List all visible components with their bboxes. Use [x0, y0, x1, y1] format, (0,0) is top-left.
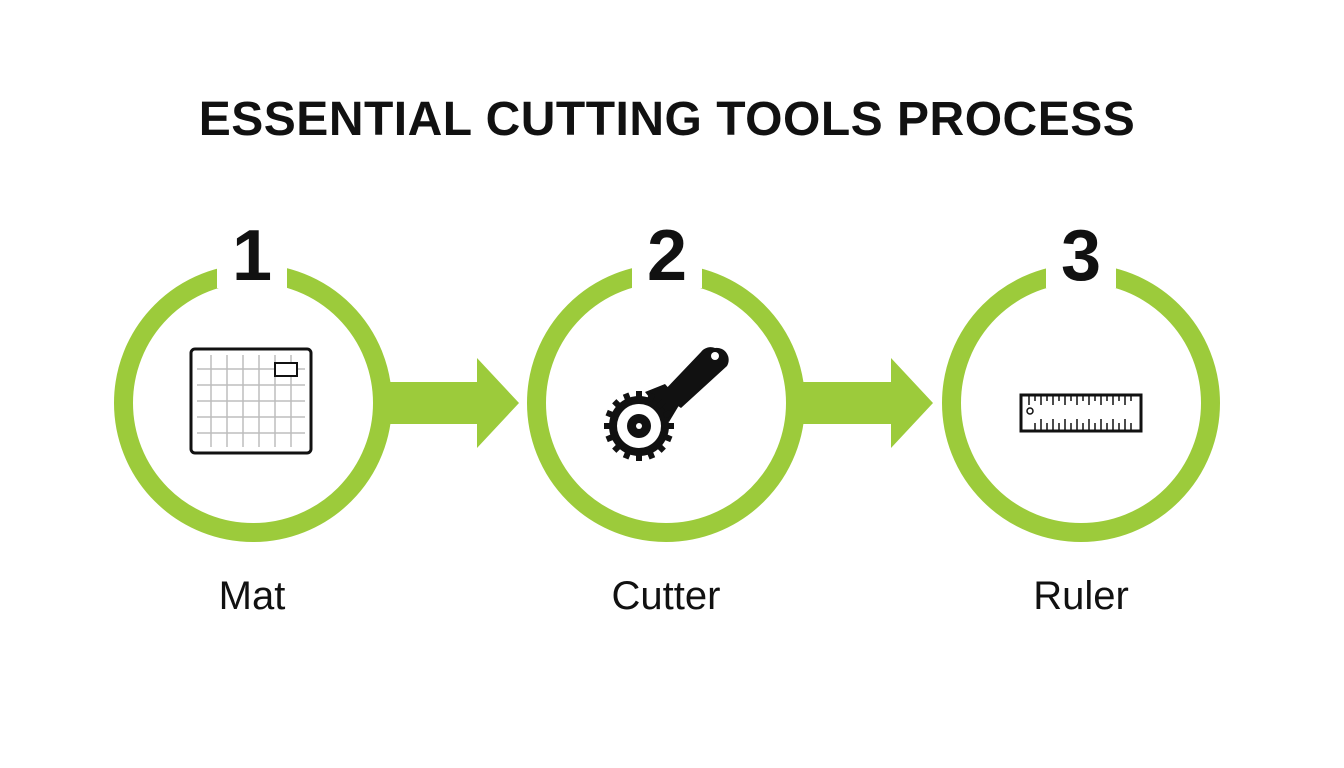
step-2-number: 2 [632, 220, 702, 292]
ruler-icon [1019, 393, 1143, 433]
cutting-mat-icon [189, 347, 313, 455]
step-2-label: Cutter [611, 574, 721, 618]
diagram-title: ESSENTIAL CUTTING TOOLS PROCESS [198, 93, 1136, 146]
arrow-1-to-2 [389, 358, 519, 448]
step-3-number: 3 [1046, 220, 1116, 292]
arrow-2-to-3 [803, 358, 933, 448]
step-1-label: Mat [218, 574, 286, 618]
step-3-label: Ruler [1033, 574, 1129, 618]
step-1-number: 1 [217, 220, 287, 292]
rotary-cutter-icon [604, 347, 729, 461]
